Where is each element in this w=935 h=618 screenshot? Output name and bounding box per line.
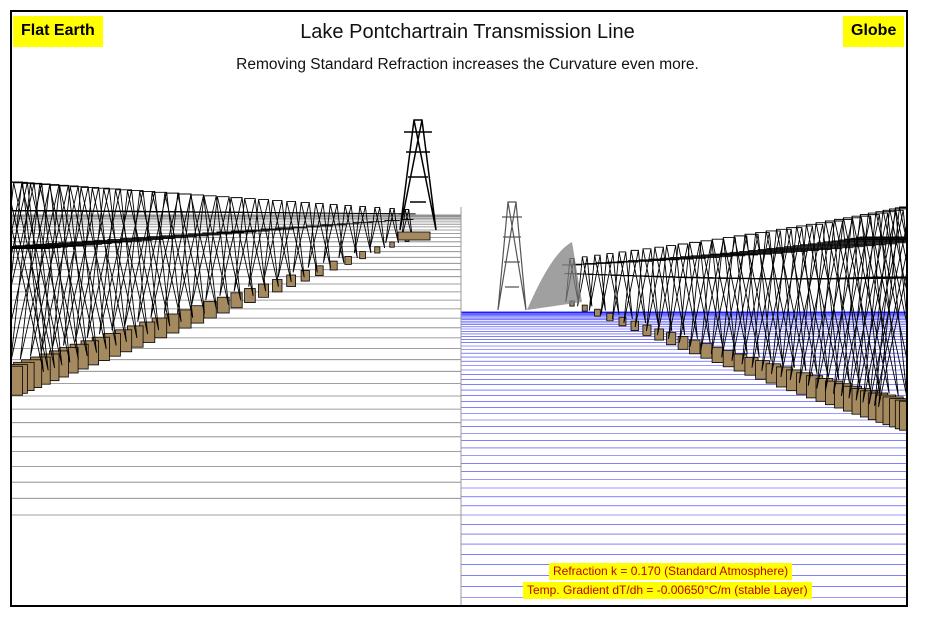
globe-tower (775, 223, 854, 381)
flat-tower (381, 208, 403, 244)
globe-pillar (581, 304, 588, 312)
scene-frame (10, 10, 908, 607)
flat-tower (254, 200, 300, 283)
globe-tower (784, 222, 865, 384)
page-title: Lake Pontchartrain Transmission Line (300, 21, 635, 43)
flat-pillar (12, 365, 23, 396)
flat-tower (195, 196, 252, 301)
flat-tower (97, 190, 173, 331)
globe-pillar (677, 335, 689, 350)
far-tower-flat (399, 119, 437, 231)
flat-tower (180, 195, 240, 305)
flat-pillar (315, 265, 324, 277)
flat-tower (209, 197, 264, 296)
flat-tower (349, 205, 376, 254)
flat-pillar (300, 269, 310, 282)
flat-tower (72, 188, 152, 339)
flat-tower (59, 187, 142, 342)
globe-tower (831, 212, 906, 399)
far-pillar-flat (397, 231, 431, 241)
globe-tower (729, 232, 796, 365)
globe-pillar (630, 320, 639, 332)
flat-tower (270, 200, 313, 278)
globe-tower (659, 243, 707, 340)
flat-pillar (344, 255, 352, 265)
globe-panel (461, 201, 906, 598)
globe-tower (720, 233, 783, 362)
flat-earth-panel (12, 119, 461, 605)
flat-pillar (329, 260, 338, 271)
flat-tower (12, 181, 63, 373)
globe-pillar (606, 312, 614, 322)
flat-tower (301, 202, 338, 268)
globe-tower (638, 246, 680, 332)
flat-tower (285, 201, 325, 273)
flat-tower (35, 186, 123, 350)
flat-tower (12, 183, 88, 363)
globe-pillar (666, 332, 677, 346)
globe-pillar (899, 400, 906, 431)
flat-pillar (258, 283, 270, 298)
globe-tower (757, 227, 831, 375)
globe-tower (844, 209, 906, 403)
flat-pillar (389, 241, 395, 248)
far-tower-globe (497, 201, 527, 311)
globe-tower (617, 249, 653, 324)
flat-tower (12, 182, 74, 369)
globe-pillar (594, 308, 601, 317)
globe-tower (855, 207, 906, 406)
globe-tower (748, 228, 820, 371)
globe-pillar (654, 328, 664, 341)
globe-tower (649, 245, 693, 336)
globe-pillar (689, 339, 701, 355)
flat-pillar (230, 292, 243, 309)
globe-tower (595, 253, 625, 315)
flat-pillar (216, 296, 230, 314)
globe-tower (680, 240, 733, 347)
globe-label: Globe (843, 16, 905, 47)
flat-tower (47, 186, 133, 346)
flat-pillar (203, 301, 217, 319)
refraction-info-line2: Temp. Gradient dT/dh = -0.00650°C/m (sta… (523, 582, 812, 599)
refraction-info-line1: Refraction k = 0.170 (Standard Atmospher… (549, 563, 793, 580)
flat-earth-label: Flat Earth (13, 16, 103, 47)
flat-tower (333, 204, 363, 259)
flat-tower (224, 198, 276, 292)
globe-pillar (700, 343, 713, 359)
flat-tower (12, 184, 96, 360)
flat-tower (84, 189, 163, 335)
flat-tower (138, 192, 206, 318)
flat-tower (111, 190, 184, 327)
flat-pillar (359, 251, 366, 260)
flat-tower (152, 193, 217, 314)
globe-tower (816, 215, 906, 394)
flat-pillar (374, 246, 381, 254)
page-subtitle: Removing Standard Refraction increases t… (236, 56, 699, 73)
globe-tower (739, 230, 808, 368)
flat-pillar (177, 309, 192, 329)
globe-tower (584, 254, 611, 311)
flat-tower (398, 209, 416, 239)
scene-svg (12, 119, 906, 605)
flat-tower (365, 206, 390, 249)
flat-pillar (244, 288, 256, 304)
globe-tower (670, 241, 720, 343)
globe-tower (710, 235, 771, 358)
flat-tower (124, 191, 195, 323)
globe-tower (700, 237, 759, 354)
curvature-shade (527, 242, 582, 310)
flat-tower (239, 199, 288, 287)
globe-tower (606, 251, 639, 319)
flat-tower (317, 203, 351, 263)
globe-tower (766, 225, 843, 378)
globe-tower (859, 206, 906, 408)
globe-pillar (618, 316, 627, 327)
globe-tower (573, 256, 597, 307)
